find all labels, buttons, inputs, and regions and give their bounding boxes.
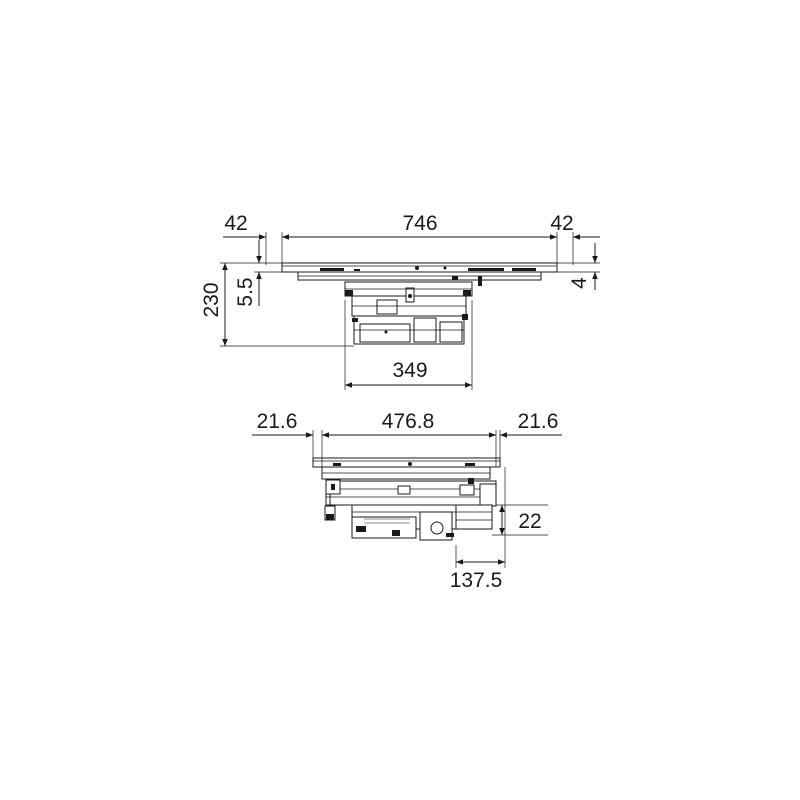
- dim-depth-label: 476.8: [382, 410, 435, 433]
- dim-right-overhang: 42: [550, 212, 600, 265]
- electronics-box: [344, 281, 473, 345]
- hob-glass-plate: [281, 262, 558, 273]
- dim-left-overhang-label: 42: [224, 212, 247, 235]
- dim-offset-height-label: 22: [518, 510, 541, 533]
- dim-left-overhang: 42: [223, 212, 267, 265]
- dim-depth: 476.8: [321, 410, 497, 467]
- dim-total-height-label: 230: [200, 282, 223, 317]
- dim-glass-height-label: 5.5: [234, 277, 257, 306]
- dim-box-width: 349: [344, 300, 473, 390]
- dim-offset-height: 22: [492, 504, 548, 536]
- side-lower-module: [351, 504, 493, 541]
- dim-width-label: 746: [402, 212, 437, 235]
- dim-frame-height: 4: [557, 243, 600, 290]
- dim-offset-depth-label: 137.5: [450, 569, 503, 592]
- side-body: [324, 478, 497, 521]
- side-frame: [321, 466, 491, 480]
- dim-offset-depth: 137.5: [450, 467, 506, 592]
- dim-box-width-label: 349: [392, 359, 427, 382]
- dim-glass-height: 5.5: [234, 240, 282, 307]
- dim-right-margin: 21.6: [499, 410, 562, 458]
- dim-width: 746: [281, 212, 558, 263]
- dim-left-margin-label: 21.6: [257, 410, 298, 433]
- side-glass-plate: [312, 457, 501, 468]
- dim-right-overhang-label: 42: [550, 212, 573, 235]
- dim-total-height: 230: [200, 262, 354, 347]
- dim-left-margin: 21.6: [252, 410, 314, 458]
- hob-frame: [297, 271, 542, 286]
- dim-frame-height-label: 4: [568, 277, 591, 289]
- dim-right-margin-label: 21.6: [518, 410, 559, 433]
- front-view: 746 42 42 230 5.5: [200, 212, 600, 390]
- side-view: 476.8 21.6 21.6 22 137.5: [252, 410, 562, 592]
